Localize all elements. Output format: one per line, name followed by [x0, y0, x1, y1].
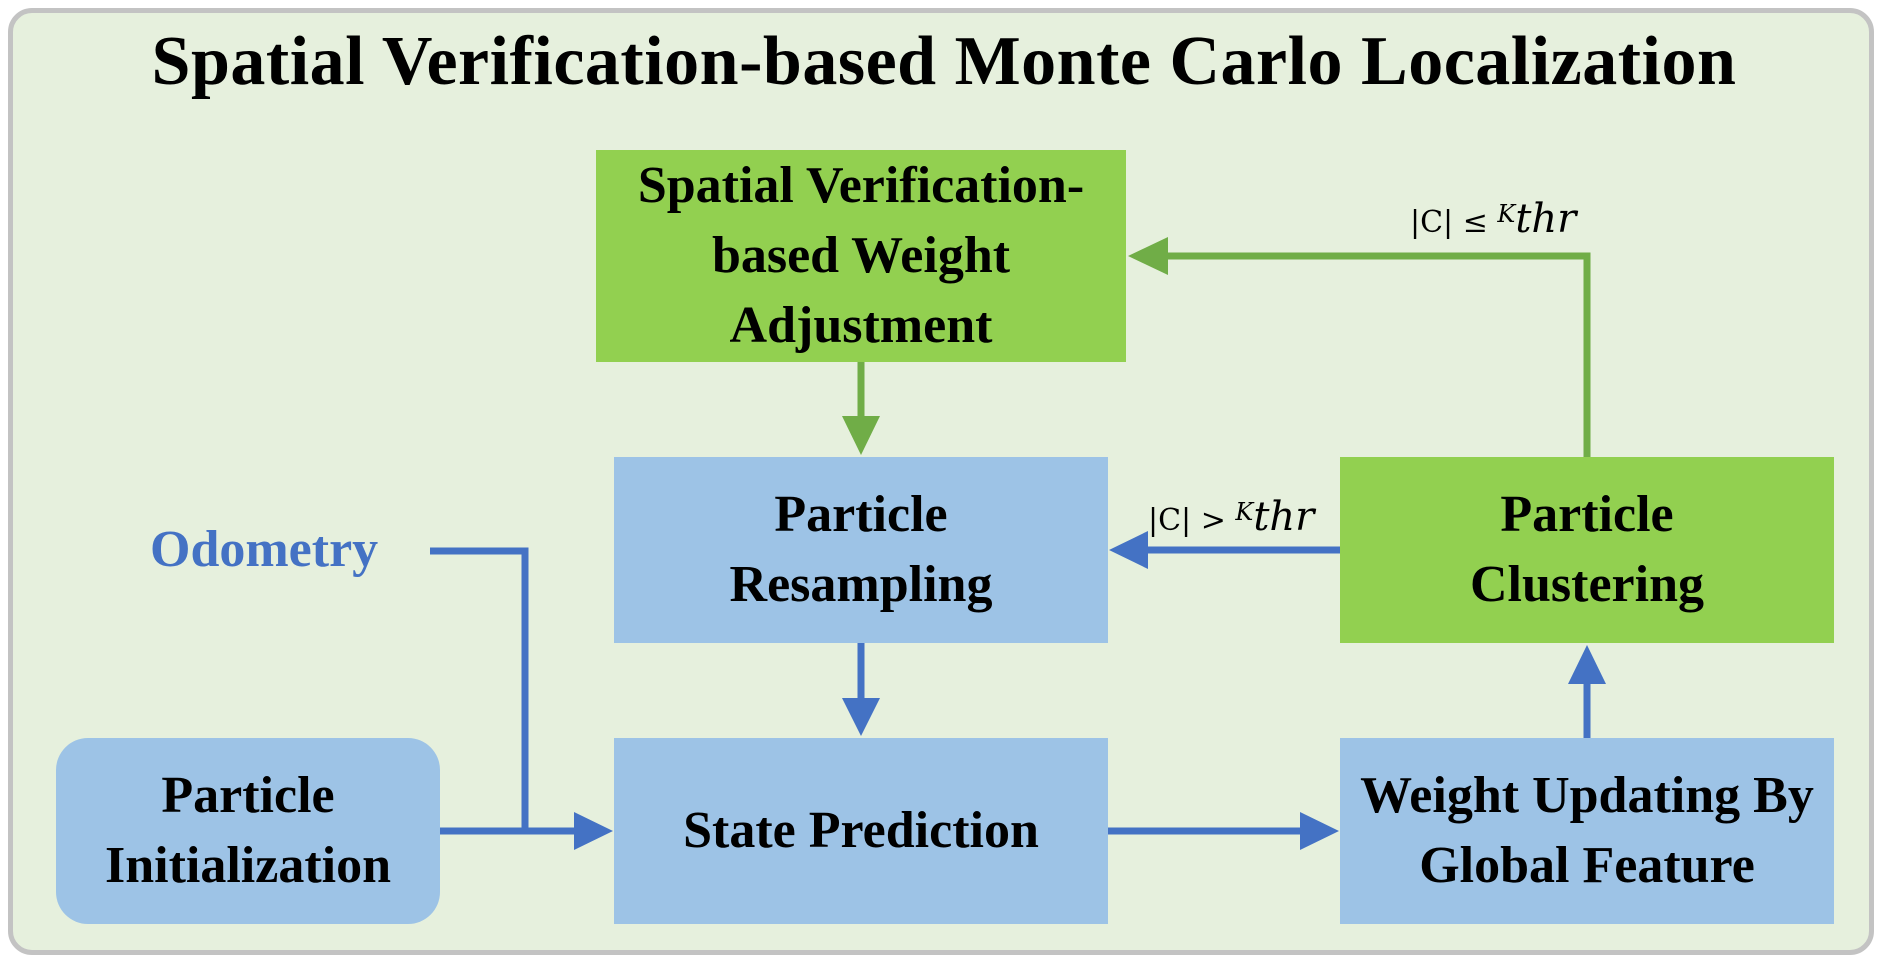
node-particle-resampling-label: Particle Resampling: [729, 486, 993, 613]
condition-le-label: |C| ≤ Kthr: [1410, 196, 1576, 242]
node-particle-initialization-label: Particle Initialization: [104, 767, 392, 894]
condition-le-op: ≤: [1462, 205, 1488, 240]
condition-le-lhs: |C|: [1410, 205, 1454, 240]
node-weight-adjustment: Spatial Verification-based Weight Adjust…: [596, 150, 1126, 362]
node-particle-resampling: Particle Resampling: [614, 457, 1108, 643]
condition-gt-k: K: [1235, 498, 1254, 526]
condition-le-sub: thr: [1515, 196, 1577, 242]
node-state-prediction: State Prediction: [614, 738, 1108, 924]
diagram-title: Spatial Verification-based Monte Carlo L…: [151, 23, 1737, 100]
condition-le-k: K: [1497, 200, 1516, 228]
node-state-prediction-label: State Prediction: [683, 802, 1039, 859]
condition-gt-op: >: [1200, 503, 1226, 538]
arrowhead-resampling-to-prediction: [842, 698, 880, 736]
condition-gt-label: |C| > Kthr: [1148, 494, 1314, 540]
condition-gt-sub: thr: [1253, 494, 1315, 540]
node-weight-updating: Weight Updating By Global Feature: [1340, 738, 1834, 924]
arrowhead-updating-to-clustering: [1568, 645, 1606, 684]
node-particle-clustering: Particle Clustering: [1340, 457, 1834, 643]
arrowhead-clustering-to-adjustment: [1128, 237, 1168, 275]
arrow-clustering-to-adjustment: [1166, 252, 1591, 457]
node-weight-adjustment-label: Spatial Verification-based Weight Adjust…: [637, 157, 1085, 354]
node-particle-clustering-label: Particle Clustering: [1470, 486, 1704, 613]
node-weight-updating-label: Weight Updating By Global Feature: [1360, 767, 1814, 894]
arrowhead-adjustment-to-resampling: [842, 416, 880, 455]
arrowhead-initialization-to-prediction: [574, 812, 613, 850]
arrow-odometry-to-prediction: [430, 547, 529, 831]
arrowhead-prediction-to-updating: [1300, 812, 1339, 850]
odometry-label: Odometry: [150, 521, 379, 578]
arrowhead-clustering-to-resampling: [1109, 531, 1148, 569]
node-particle-initialization: Particle Initialization: [56, 738, 440, 924]
condition-gt-lhs: |C|: [1148, 503, 1192, 538]
